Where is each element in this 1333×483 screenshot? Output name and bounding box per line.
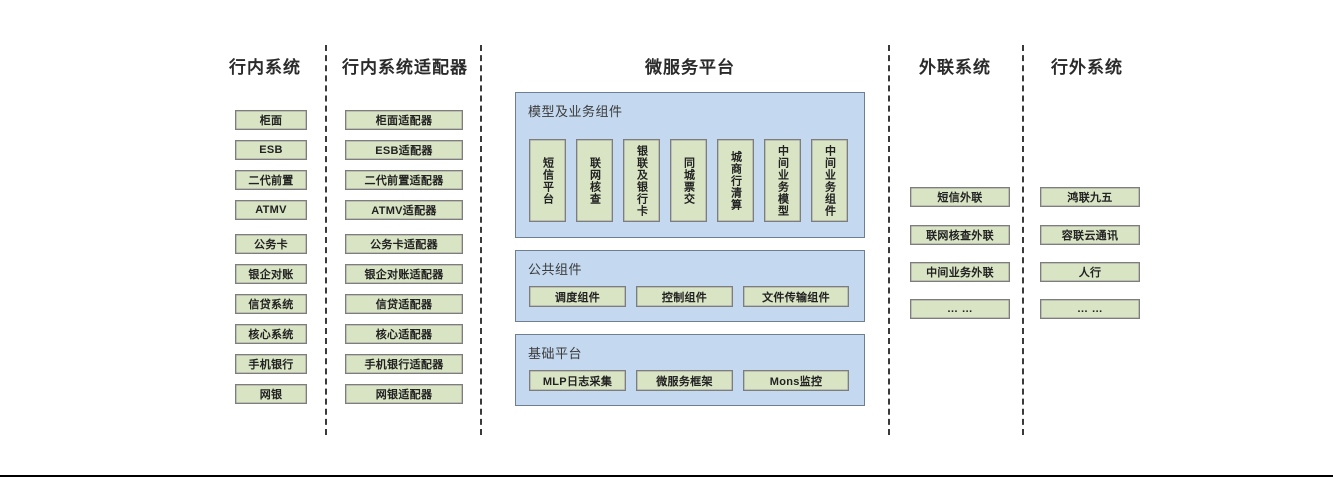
node-outside-bank-system[interactable]: 人行 (1040, 262, 1140, 282)
node-base-platform-component[interactable]: MLP日志采集 (529, 370, 626, 391)
node-internal-adapter[interactable]: 柜面适配器 (345, 110, 463, 130)
column-title-external-link-systems: 外联系统 (919, 58, 991, 77)
node-model-component[interactable]: 中间业务组件 (811, 139, 848, 222)
node-outside-bank-system[interactable]: 容联云通讯 (1040, 225, 1140, 245)
node-outside-bank-system[interactable]: 鸿联九五 (1040, 187, 1140, 207)
node-internal-system[interactable]: 核心系统 (235, 324, 307, 344)
node-base-platform-component[interactable]: Mons监控 (743, 370, 849, 391)
node-internal-adapter[interactable]: 核心适配器 (345, 324, 463, 344)
node-external-link-system[interactable]: 联网核查外联 (910, 225, 1010, 245)
node-internal-system[interactable]: 信贷系统 (235, 294, 307, 314)
node-internal-system[interactable]: 公务卡 (235, 234, 307, 254)
node-public-component[interactable]: 文件传输组件 (743, 286, 849, 307)
node-model-component[interactable]: 联网核查 (576, 139, 613, 222)
node-outside-bank-system[interactable]: … … (1040, 299, 1140, 319)
node-internal-system[interactable]: 手机银行 (235, 354, 307, 374)
panel-label-base-platform: 基础平台 (528, 346, 583, 361)
divider-internal-adapters (480, 45, 482, 435)
node-internal-adapter[interactable]: 信贷适配器 (345, 294, 463, 314)
node-model-component[interactable]: 短信平台 (529, 139, 566, 222)
node-internal-adapter[interactable]: 手机银行适配器 (345, 354, 463, 374)
node-internal-system[interactable]: ATMV (235, 200, 307, 220)
node-external-link-system[interactable]: 短信外联 (910, 187, 1010, 207)
node-public-component[interactable]: 控制组件 (636, 286, 733, 307)
node-internal-adapter[interactable]: ATMV适配器 (345, 200, 463, 220)
node-model-component[interactable]: 城商行清算 (717, 139, 754, 222)
node-base-platform-component[interactable]: 微服务框架 (636, 370, 733, 391)
panel-label-public-components: 公共组件 (528, 262, 583, 277)
node-internal-adapter[interactable]: 二代前置适配器 (345, 170, 463, 190)
column-title-internal-adapters: 行内系统适配器 (342, 58, 468, 77)
node-internal-adapter[interactable]: 银企对账适配器 (345, 264, 463, 284)
column-title-microservice-platform: 微服务平台 (645, 58, 735, 77)
node-internal-system[interactable]: 二代前置 (235, 170, 307, 190)
column-title-outside-bank-systems: 行外系统 (1051, 58, 1123, 77)
node-external-link-system[interactable]: … … (910, 299, 1010, 319)
node-internal-system[interactable]: 柜面 (235, 110, 307, 130)
node-public-component[interactable]: 调度组件 (529, 286, 626, 307)
node-internal-system[interactable]: 银企对账 (235, 264, 307, 284)
node-internal-adapter[interactable]: 网银适配器 (345, 384, 463, 404)
node-internal-system[interactable]: 网银 (235, 384, 307, 404)
panel-label-model-business-components: 模型及业务组件 (528, 104, 623, 119)
node-model-component[interactable]: 中间业务模型 (764, 139, 801, 222)
divider-external-link-systems (1022, 45, 1024, 435)
divider-microservice-platform (888, 45, 890, 435)
node-model-component[interactable]: 银联及银行卡 (623, 139, 660, 222)
bottom-divider (0, 475, 1333, 477)
column-title-internal-systems: 行内系统 (229, 58, 301, 77)
divider-internal-systems (325, 45, 327, 435)
node-model-component[interactable]: 同城票交 (670, 139, 707, 222)
node-internal-adapter[interactable]: 公务卡适配器 (345, 234, 463, 254)
node-external-link-system[interactable]: 中间业务外联 (910, 262, 1010, 282)
node-internal-system[interactable]: ESB (235, 140, 307, 160)
node-internal-adapter[interactable]: ESB适配器 (345, 140, 463, 160)
